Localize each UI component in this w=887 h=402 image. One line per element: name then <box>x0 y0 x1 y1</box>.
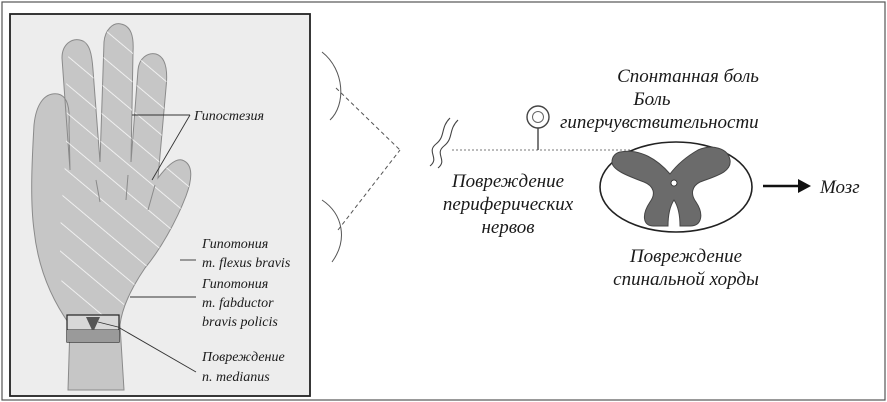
nerve-squiggle <box>429 117 459 169</box>
label-pain: Боль <box>632 89 671 110</box>
label-nerve: n. medianus <box>202 370 270 385</box>
label-muscle-2a: m. fabductor <box>202 296 274 311</box>
label-peripheral-1: Повреждение <box>451 171 564 192</box>
spinal-cord-section <box>599 141 753 233</box>
receptor-icon <box>526 105 550 150</box>
label-hypersensitivity: гиперчувствительности <box>560 112 759 133</box>
label-hypotonia-1: Гипотония <box>201 237 268 252</box>
label-peripheral-3: нервов <box>481 217 534 238</box>
hatched-zone <box>60 23 191 320</box>
central-canal <box>670 179 678 187</box>
label-muscle-1: m. flexus bravis <box>202 256 291 271</box>
label-peripheral-2: периферических <box>443 194 574 215</box>
label-damage: Повреждение <box>201 350 285 365</box>
hand-leader-lines <box>97 114 197 373</box>
label-hypotonia-2: Гипотония <box>201 277 268 292</box>
label-spinal-1: Повреждение <box>629 246 742 267</box>
finger-creases <box>95 174 156 211</box>
gray-matter <box>611 146 731 227</box>
arrow-to-brain <box>763 179 811 193</box>
label-spinal-2: спинальной хорды <box>613 269 759 290</box>
label-hypoesthesia: Гипостезия <box>193 109 264 124</box>
label-spontaneous-pain: Спонтанная боль <box>617 66 759 87</box>
label-brain: Мозг <box>819 177 860 198</box>
label-muscle-2b: bravis policis <box>202 315 278 330</box>
nerve-brackets <box>321 51 401 263</box>
wrist-lesion-box <box>66 314 120 343</box>
